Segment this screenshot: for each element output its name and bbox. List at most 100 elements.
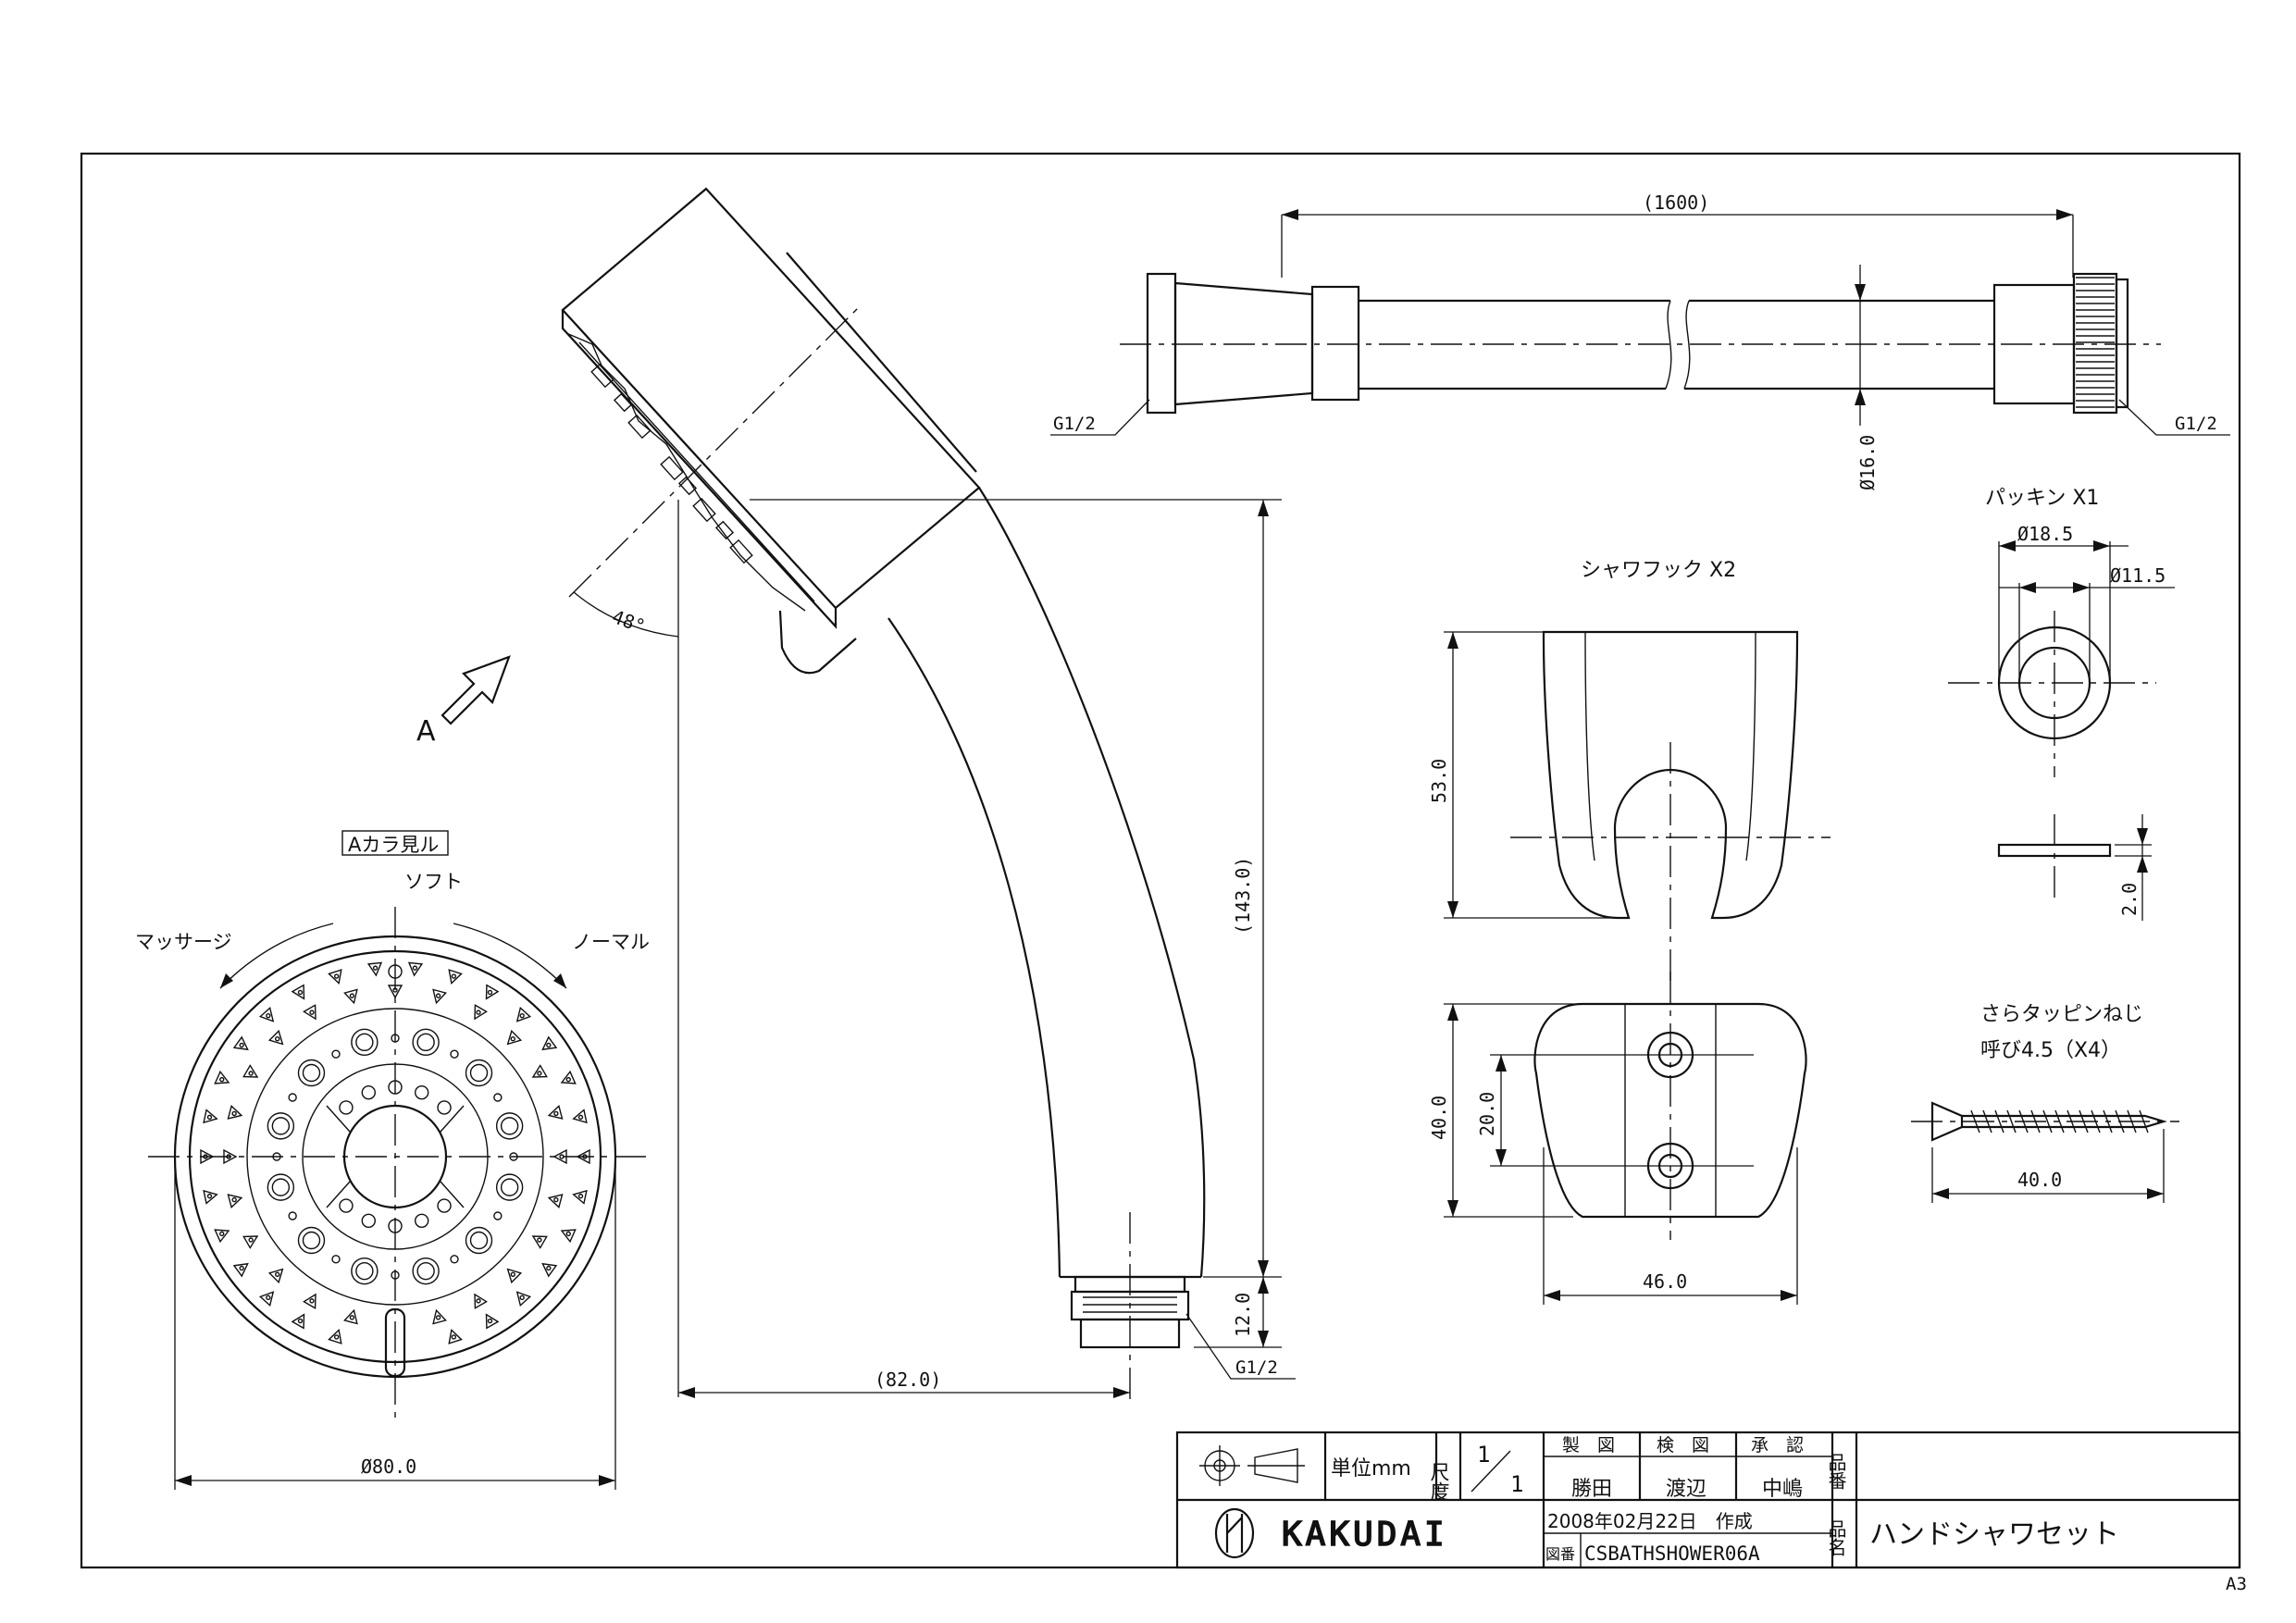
mid-nozzle <box>495 1112 524 1140</box>
outer-nozzle <box>506 1268 523 1284</box>
outer-nozzle <box>547 1194 564 1208</box>
approved-label: 承 認 <box>1751 1435 1804 1456</box>
part-number-label: 品番 <box>1825 1453 1847 1490</box>
hook-pitch-label: 20.0 <box>1476 1092 1498 1136</box>
outer-nozzle <box>541 1035 558 1051</box>
approved-by: 中嶋 <box>1762 1478 1803 1501</box>
product-name-label: 品名 <box>1825 1519 1847 1556</box>
outer-nozzle-dot <box>487 989 493 996</box>
outer-nozzle <box>474 1293 488 1309</box>
shower-face-view: Aカラ見ル ソフト マッサージ ノーマル Ø80.0 <box>135 830 650 1490</box>
outer-nozzle-dot <box>206 1193 213 1199</box>
gasket-outer-label: Ø18.5 <box>2017 523 2073 545</box>
sheet-border <box>80 152 2241 1569</box>
outer-nozzle <box>541 1262 558 1278</box>
title-block: 単位mm 尺度 1 1 製 図 検 図 承 認 勝田 渡辺 中嶋 品番 品名 ハ… <box>1175 1431 2241 1569</box>
outer-nozzle-dot <box>333 973 340 979</box>
outer-nozzle-dot <box>451 973 457 979</box>
outer-nozzle-dot <box>206 1114 213 1121</box>
hook-height-label: 53.0 <box>1428 759 1450 803</box>
mode-normal-label: ノーマル <box>572 931 650 953</box>
outer-nozzle-dot <box>519 1012 525 1019</box>
screw-thread-line <box>2006 1109 2017 1134</box>
outer-nozzle-dot <box>435 993 441 998</box>
outer-nozzle <box>232 1035 249 1051</box>
outer-nozzle-dot <box>239 1042 244 1048</box>
outer-nozzle-dot <box>275 1271 280 1277</box>
screw-length-label: 40.0 <box>2017 1169 2062 1191</box>
outer-nozzle <box>432 988 447 1005</box>
drawn-by: 勝田 <box>1571 1478 1612 1501</box>
outer-nozzle <box>227 1194 243 1208</box>
outer-nozzle-dot <box>219 1076 225 1083</box>
outer-nozzle-dot <box>266 1295 271 1301</box>
mid-nozzle-inner <box>469 1231 489 1250</box>
mid-nozzle-small <box>288 1093 297 1102</box>
mid-nozzle <box>267 1112 295 1140</box>
shower-head-side-view: 48° A (143.0) 12.0 (82.0) G1/2 <box>416 187 1296 1406</box>
screw-spec: 呼び4.5（X4） <box>1980 1039 2121 1062</box>
inner-nozzle <box>361 1085 376 1100</box>
mid-nozzle-small <box>493 1093 503 1102</box>
mode-soft-label: ソフト <box>404 871 463 893</box>
outer-nozzle <box>242 1064 259 1078</box>
hose-thread-left-label: G1/2 <box>1053 414 1096 434</box>
outer-nozzle-dot <box>476 1010 481 1015</box>
scale-label: 尺度 <box>1428 1462 1450 1501</box>
mid-nozzle <box>465 1059 493 1087</box>
outer-nozzle <box>560 1070 577 1084</box>
checked-label: 検 図 <box>1657 1435 1709 1456</box>
outer-nozzle <box>214 1070 230 1084</box>
outer-nozzle-dot <box>577 1193 584 1199</box>
outer-nozzle <box>407 961 424 977</box>
mid-nozzle <box>267 1173 295 1201</box>
mid-nozzle-inner <box>302 1063 321 1083</box>
screw-thread-line <box>2042 1109 2053 1134</box>
mid-nozzle-small <box>331 1255 341 1264</box>
outer-nozzle <box>258 1006 275 1022</box>
gasket-thickness-label: 2.0 <box>2118 883 2141 916</box>
outer-nozzle <box>432 1308 447 1325</box>
view-a-title: Aカラ見ル <box>348 834 439 856</box>
gasket-inner-label: Ø11.5 <box>2110 564 2166 587</box>
mid-nozzle-small <box>450 1255 459 1264</box>
mid-nozzle <box>297 1059 326 1087</box>
outer-nozzle <box>203 1109 218 1124</box>
outer-nozzle-dot <box>266 1012 271 1019</box>
mid-nozzle-small <box>493 1211 503 1220</box>
scale-numerator: 1 <box>1477 1442 1490 1468</box>
outer-nozzle <box>303 1293 316 1309</box>
mid-nozzle <box>351 1028 379 1057</box>
inner-nozzle <box>415 1213 429 1228</box>
outer-nozzle-dot <box>297 1318 304 1324</box>
outer-nozzle <box>531 1235 548 1249</box>
outer-nozzle <box>343 1308 358 1325</box>
hook-view: シャワフック X2 53.0 40.0 20.0 46.0 <box>1428 559 1831 1305</box>
outer-nozzle <box>531 1064 548 1078</box>
outer-nozzle-dot <box>553 1110 559 1117</box>
outer-nozzle-dot <box>297 989 304 996</box>
outer-nozzle-dot <box>231 1196 237 1203</box>
drawing-number: CSBATHSHOWER06A <box>1584 1542 1760 1565</box>
drawn-label: 製 図 <box>1562 1435 1615 1456</box>
inner-nozzle <box>361 1213 376 1228</box>
mid-nozzle-inner <box>271 1117 291 1135</box>
mid-nozzle-inner <box>416 1261 435 1281</box>
hook-width-label: 46.0 <box>1643 1270 1687 1293</box>
mid-nozzle-inner <box>302 1231 321 1250</box>
hook-base-height-label: 40.0 <box>1428 1096 1450 1140</box>
outer-nozzle <box>267 1268 284 1284</box>
outer-nozzle-dot <box>248 1071 254 1076</box>
outer-nozzle-dot <box>451 1334 457 1340</box>
outer-nozzle-dot <box>537 1237 542 1243</box>
hose-length-label: (1600) <box>1643 192 1709 214</box>
outer-nozzle-dot <box>349 993 355 998</box>
outer-nozzle <box>572 1109 588 1124</box>
outer-nozzle-dot <box>510 1271 515 1277</box>
outer-nozzle-dot <box>546 1265 552 1271</box>
unit-label: 単位mm <box>1331 1457 1411 1481</box>
angle-dim-label: 48° <box>609 605 648 638</box>
outer-nozzle <box>214 1229 230 1244</box>
mid-nozzle <box>297 1226 326 1255</box>
outer-nozzle-dot <box>219 1231 225 1237</box>
